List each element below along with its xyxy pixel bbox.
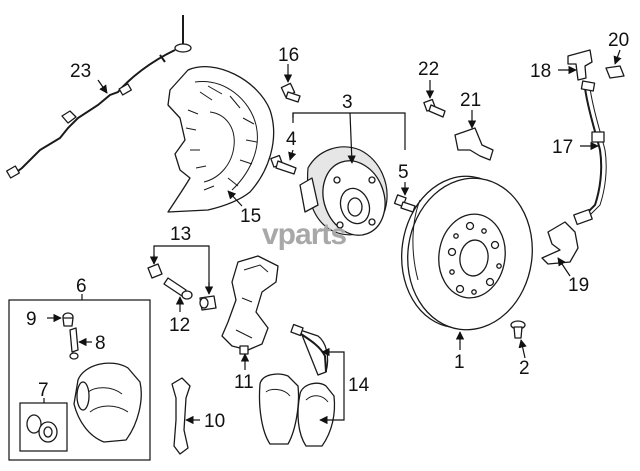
callout-23: 23	[70, 61, 91, 82]
callout-3: 3	[342, 92, 353, 113]
brake-hose-17	[573, 80, 607, 226]
callout-18: 18	[530, 61, 551, 82]
callout-14: 14	[348, 375, 370, 396]
callout-12: 12	[169, 315, 190, 336]
guide-pin-set-13	[147, 263, 217, 311]
callout-9: 9	[26, 309, 37, 330]
callout-21: 21	[460, 90, 481, 111]
rotor-screw-2	[510, 320, 526, 339]
callout-22: 22	[418, 59, 439, 80]
wheel-hub-3	[299, 146, 388, 236]
watermark-logo: vparts	[262, 218, 346, 251]
bolt-22	[423, 98, 446, 118]
brake-pads-14	[258, 323, 336, 447]
callout-17: 17	[552, 137, 573, 158]
abs-sensor-23	[6, 15, 192, 179]
caliper-kit-box-6	[8, 299, 151, 461]
bolt-16	[280, 82, 301, 103]
callout-11: 11	[234, 372, 254, 393]
callout-19: 19	[568, 275, 589, 296]
callout-7: 7	[38, 380, 49, 401]
caliper-carrier-11	[221, 255, 279, 355]
callout-labels: 23 16 3 4 5 15 22 21 20 18 17 19 1 2 13 …	[26, 30, 629, 432]
bolt-4	[270, 154, 297, 175]
callout-1: 1	[454, 352, 465, 373]
leader-lines	[43, 49, 622, 425]
callout-4: 4	[286, 129, 297, 150]
bracket-18	[567, 49, 593, 81]
brake-rotor-1	[400, 175, 533, 331]
callout-20: 20	[608, 30, 629, 51]
splash-shield-15	[167, 66, 275, 213]
callout-15: 15	[240, 206, 261, 227]
pad-clip-10	[171, 377, 191, 455]
callout-13: 13	[170, 224, 191, 245]
callout-10: 10	[204, 411, 225, 432]
bracket-21	[454, 127, 494, 161]
callout-6: 6	[76, 276, 87, 297]
callout-5: 5	[398, 162, 409, 183]
callout-2: 2	[519, 358, 530, 379]
callout-8: 8	[95, 333, 106, 354]
bracket-19	[541, 221, 579, 265]
callout-16: 16	[278, 45, 299, 66]
clip-20	[605, 65, 625, 79]
bolt-5	[393, 194, 416, 213]
